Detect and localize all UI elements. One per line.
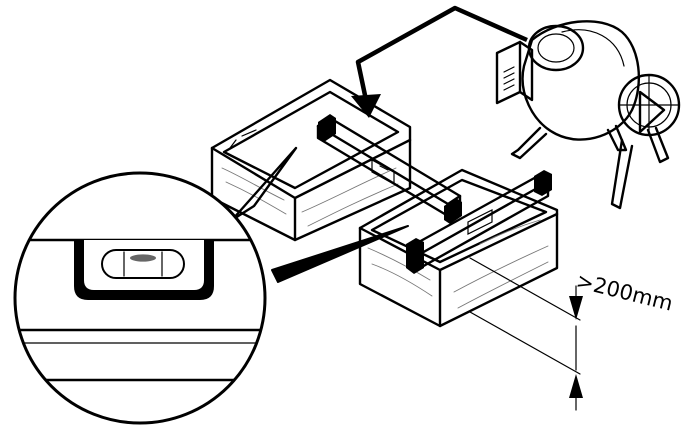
cement-mixer-icon bbox=[497, 21, 679, 208]
magnifier bbox=[10, 173, 270, 423]
height-dimension: >200mm bbox=[470, 258, 675, 410]
spirit-level-left bbox=[318, 114, 462, 224]
dimension-label: >200mm bbox=[574, 269, 675, 316]
spirit-level-icon bbox=[74, 240, 214, 300]
level-bubble-icon bbox=[130, 254, 156, 261]
